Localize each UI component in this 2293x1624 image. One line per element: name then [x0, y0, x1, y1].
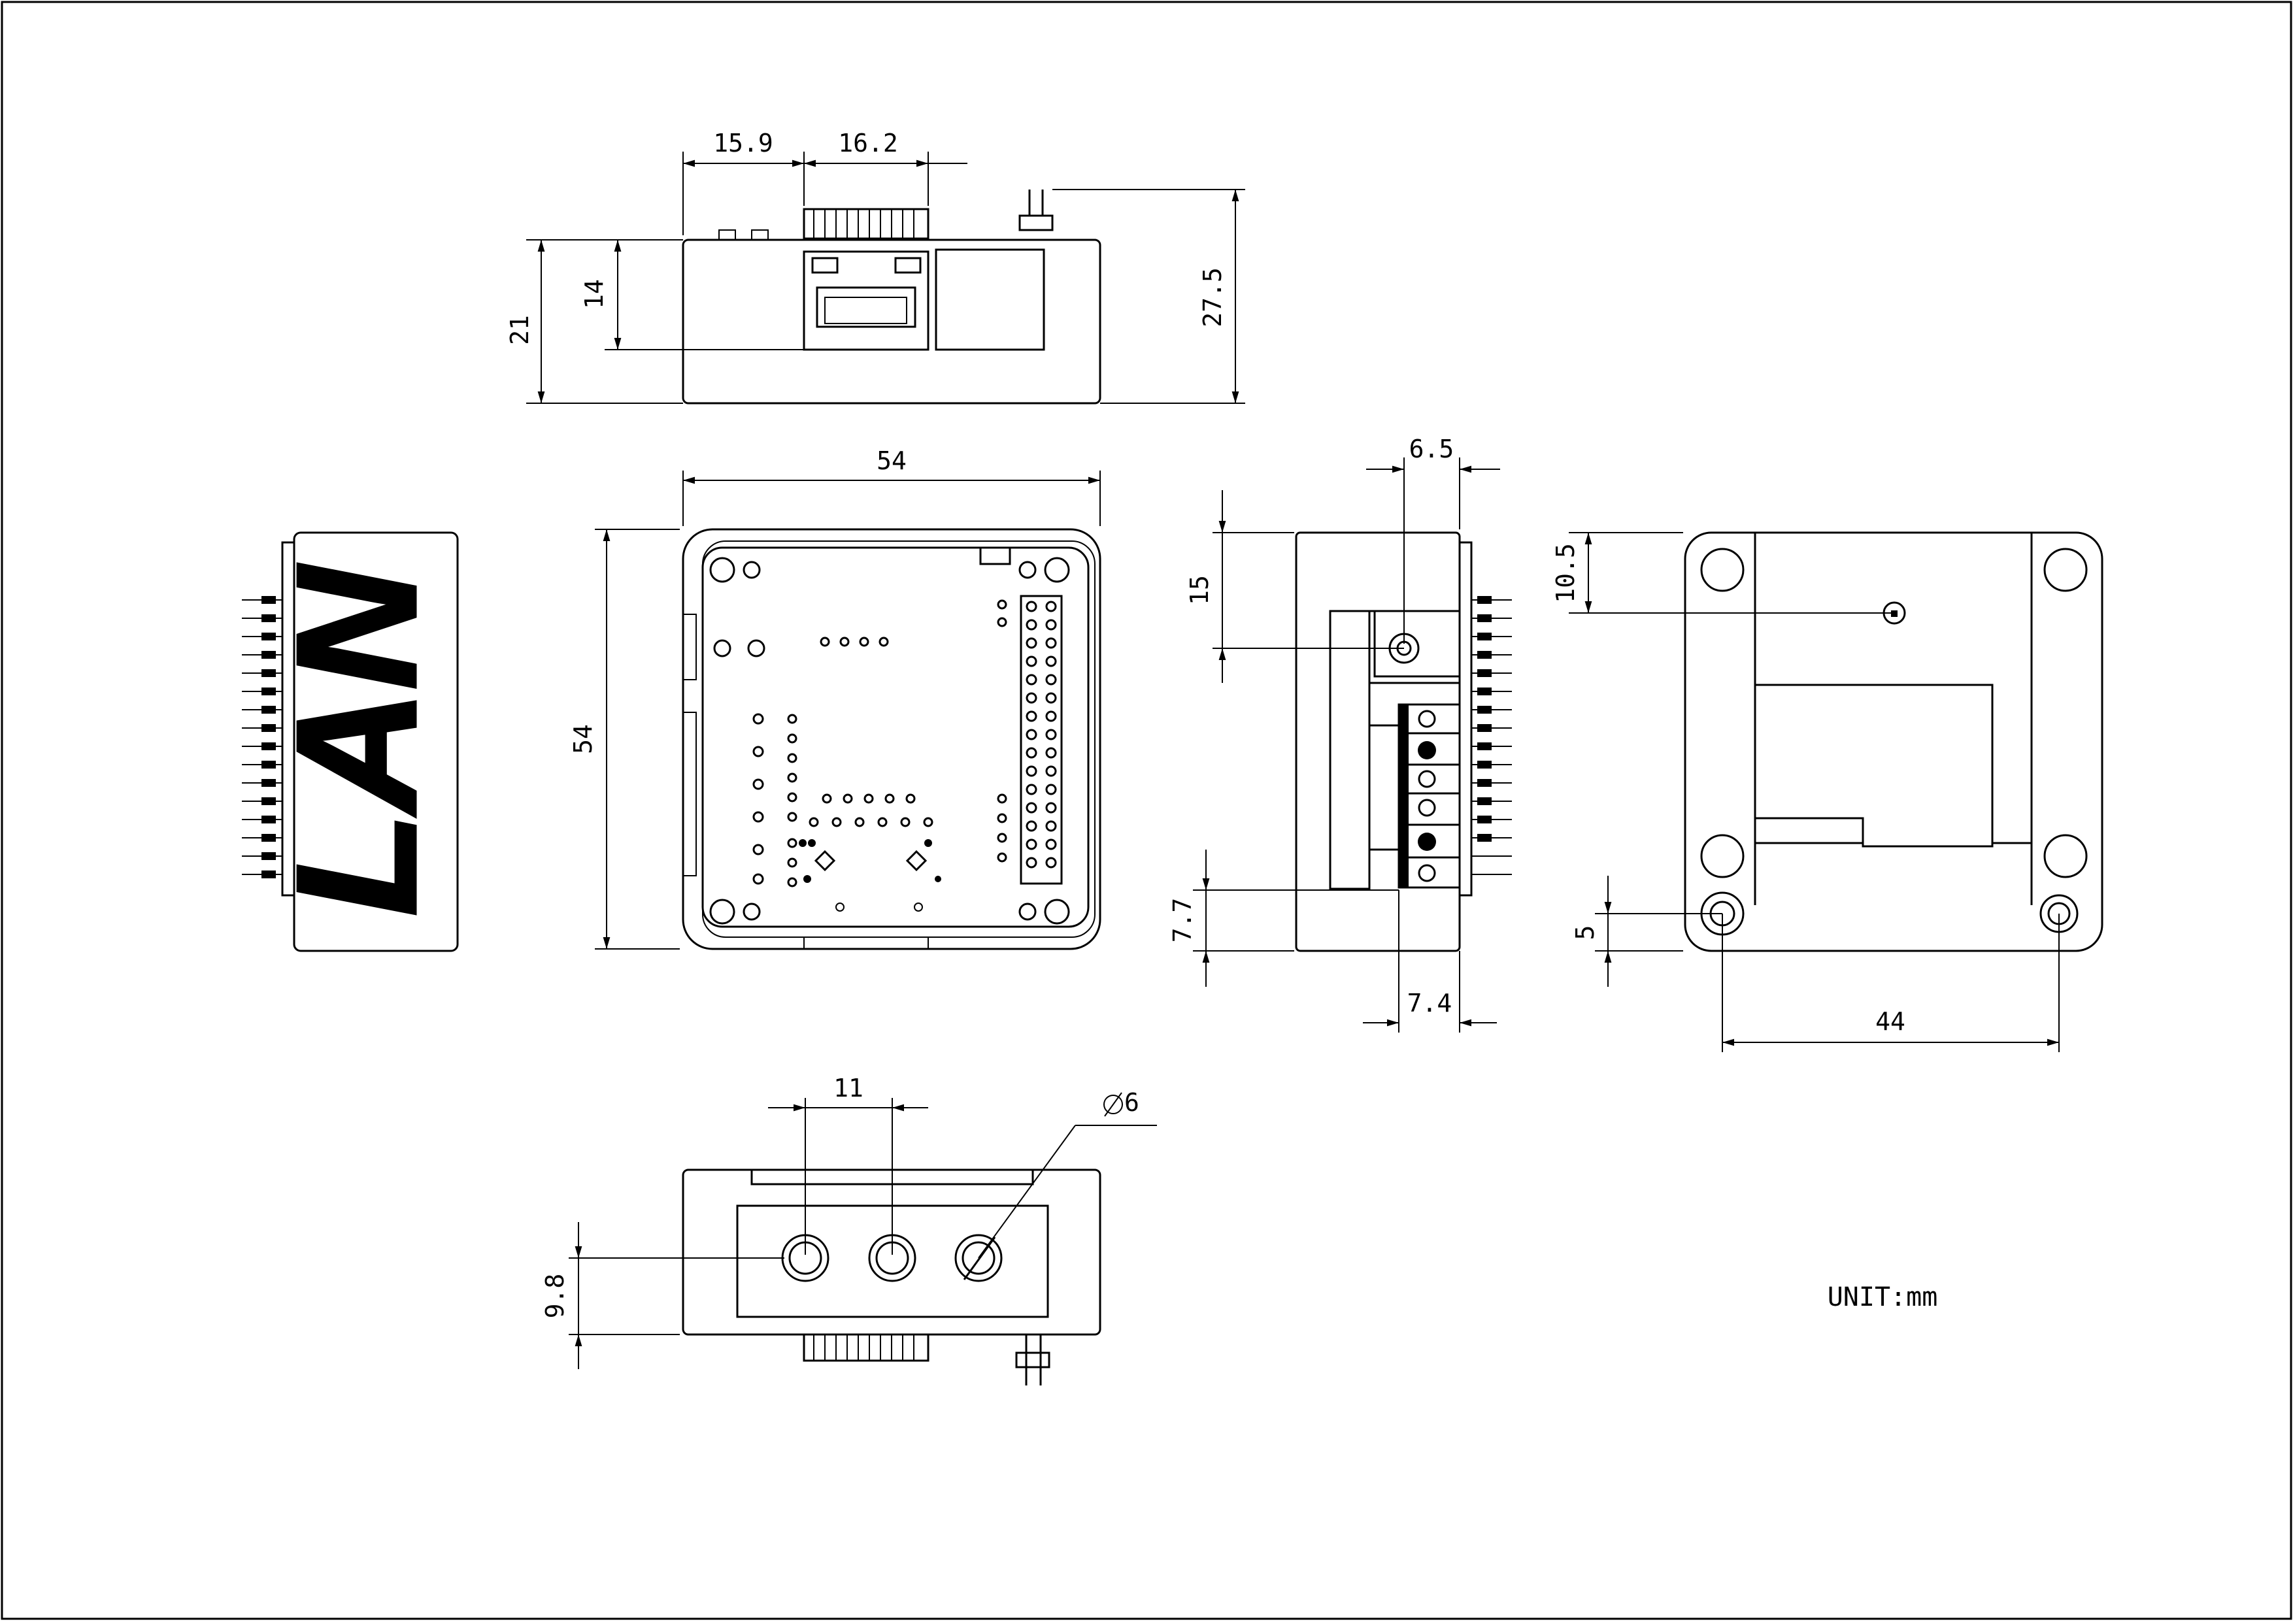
dim-bottom-diameter: 6	[1124, 1088, 1139, 1117]
top-view: 15.9 16.2 21 14 27.5	[505, 129, 1245, 405]
dim-bottom-spacing: 11	[833, 1074, 863, 1102]
back-view-body	[1684, 531, 2103, 952]
dim-top-width-left: 15.9	[713, 129, 773, 157]
dim-back-bottom: 5	[1571, 925, 1599, 940]
dim-top-width-right: 16.2	[838, 129, 898, 157]
lan-logo-text: LAN	[262, 563, 452, 917]
dim-top-height-pins: 27.5	[1198, 267, 1227, 327]
pcb-header-holes	[1026, 601, 1057, 869]
left-view-pin-pads	[261, 596, 276, 878]
dim-side-bottom: 7.7	[1168, 898, 1197, 943]
dim-front-height: 54	[569, 724, 597, 754]
front-view: 54 54	[569, 446, 1101, 950]
pcb-outline	[701, 546, 1090, 928]
dim-front-width: 54	[877, 446, 907, 475]
pcb-via-row-top	[820, 637, 889, 647]
dim-top-height-port: 14	[580, 279, 609, 309]
bottom-view: 11 6 9.8	[541, 1074, 1157, 1385]
dim-side-bottom-width: 7.4	[1407, 989, 1452, 1018]
dim-top-height-total: 21	[505, 315, 534, 345]
dim-side-offset-top: 6.5	[1409, 435, 1454, 463]
left-view: LAN	[242, 531, 459, 952]
side-view-pins	[1471, 599, 1512, 875]
dim-back-holes-spacing: 44	[1875, 1007, 1905, 1036]
dim-back-top: 10.5	[1551, 543, 1580, 603]
dim-side-height: 15	[1185, 575, 1214, 605]
pcb-via-col-b	[787, 714, 797, 887]
front-view-outer	[682, 528, 1101, 950]
back-view: 10.5 5 44	[1551, 531, 2103, 1052]
pcb-via-row-mid	[809, 793, 933, 827]
terminal-screws	[1409, 710, 1460, 882]
top-view-body	[682, 239, 1101, 405]
unit-note: UNIT:mm	[1828, 1282, 1938, 1312]
top-view-pin-comb	[813, 209, 914, 239]
dim-bottom-height: 9.8	[541, 1274, 569, 1319]
pcb-via-col-a	[752, 713, 764, 885]
rj45-port	[803, 250, 929, 351]
side-view: 6.5 15 7.7 7.4	[1168, 435, 1512, 1033]
